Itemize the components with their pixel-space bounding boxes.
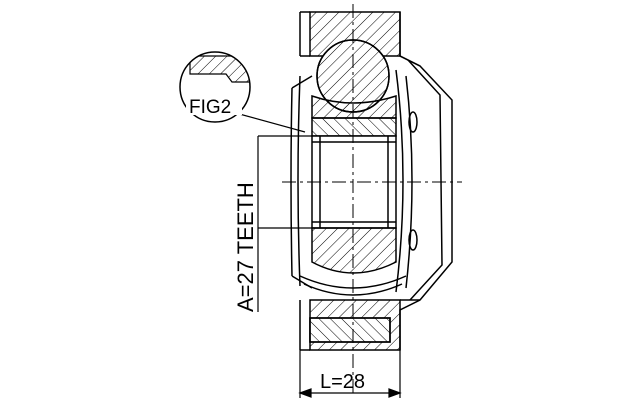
teeth-label: A=27 TEETH [233, 182, 258, 312]
inner-race-upper [311, 94, 397, 137]
teeth-dimension [257, 135, 312, 312]
inner-race-lower [311, 227, 397, 274]
fig2-label-bg [186, 95, 242, 115]
housing-lower-section [299, 299, 401, 351]
fig-label: FIG2 [189, 97, 231, 118]
centerlines [282, 4, 462, 396]
length-label: L=28 [320, 371, 365, 393]
fig2-detail-callout [179, 51, 306, 133]
length-dimension [298, 350, 402, 398]
housing-flange [399, 12, 453, 350]
